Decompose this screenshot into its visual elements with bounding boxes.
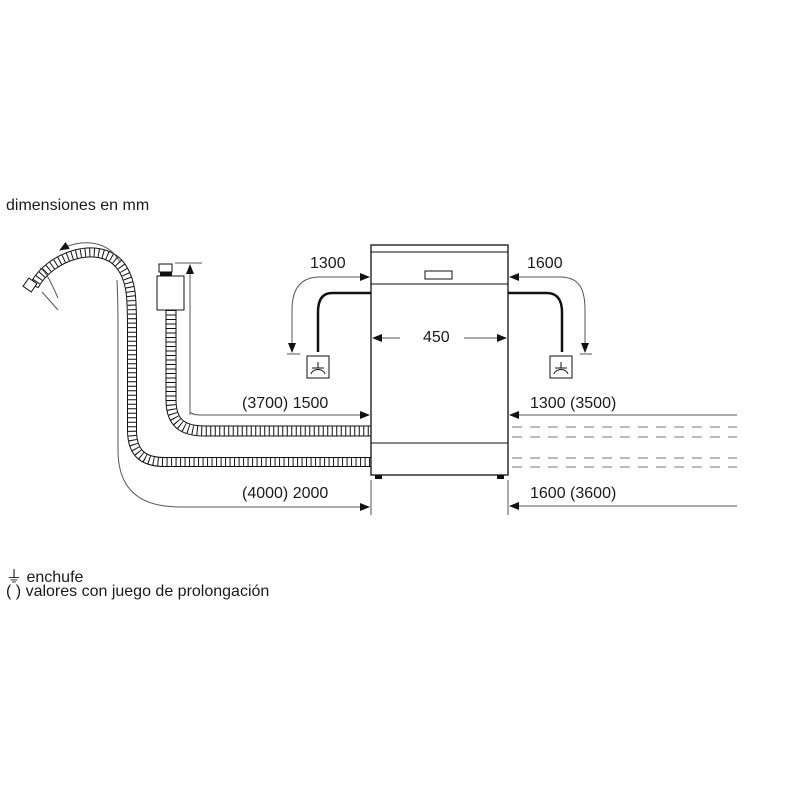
socket-left-icon — [306, 355, 330, 379]
legend-parens: ( ) valores con juego de prolongación — [6, 583, 269, 601]
inlet-hose-right-length: 1600 (3600) — [530, 485, 617, 502]
drain-hose-right-length: 1300 (3500) — [530, 395, 617, 412]
plug-symbol-icon: ⏚ — [6, 569, 23, 586]
dimension-lines-left — [39, 241, 372, 515]
power-cord-right-length: 1600 — [527, 255, 563, 272]
dishwasher — [370, 244, 509, 479]
power-cord-left-length: 1300 — [310, 255, 346, 272]
control-display-icon — [424, 270, 453, 280]
legend-parens-label: valores con juego de prolongación — [25, 583, 270, 600]
dimension-lines-right — [507, 411, 737, 515]
units-caption: dimensiones en mm — [6, 197, 150, 214]
inlet-hose-left-length: (4000) 2000 — [242, 485, 329, 502]
inlet-connector-icon — [22, 277, 38, 293]
inlet-hose — [22, 247, 371, 467]
parens-symbol: ( ) — [6, 583, 22, 600]
drain-siphon-icon — [156, 275, 185, 311]
legend-plug-label: enchufe — [26, 569, 84, 586]
appliance-width: 450 — [420, 329, 453, 347]
socket-right-icon — [549, 355, 573, 379]
legend-plug: ⏚ enchufe — [6, 563, 83, 587]
drain-hose-left-length: (3700) 1500 — [242, 395, 329, 412]
drain-hose — [156, 263, 371, 437]
power-cords — [287, 273, 592, 355]
